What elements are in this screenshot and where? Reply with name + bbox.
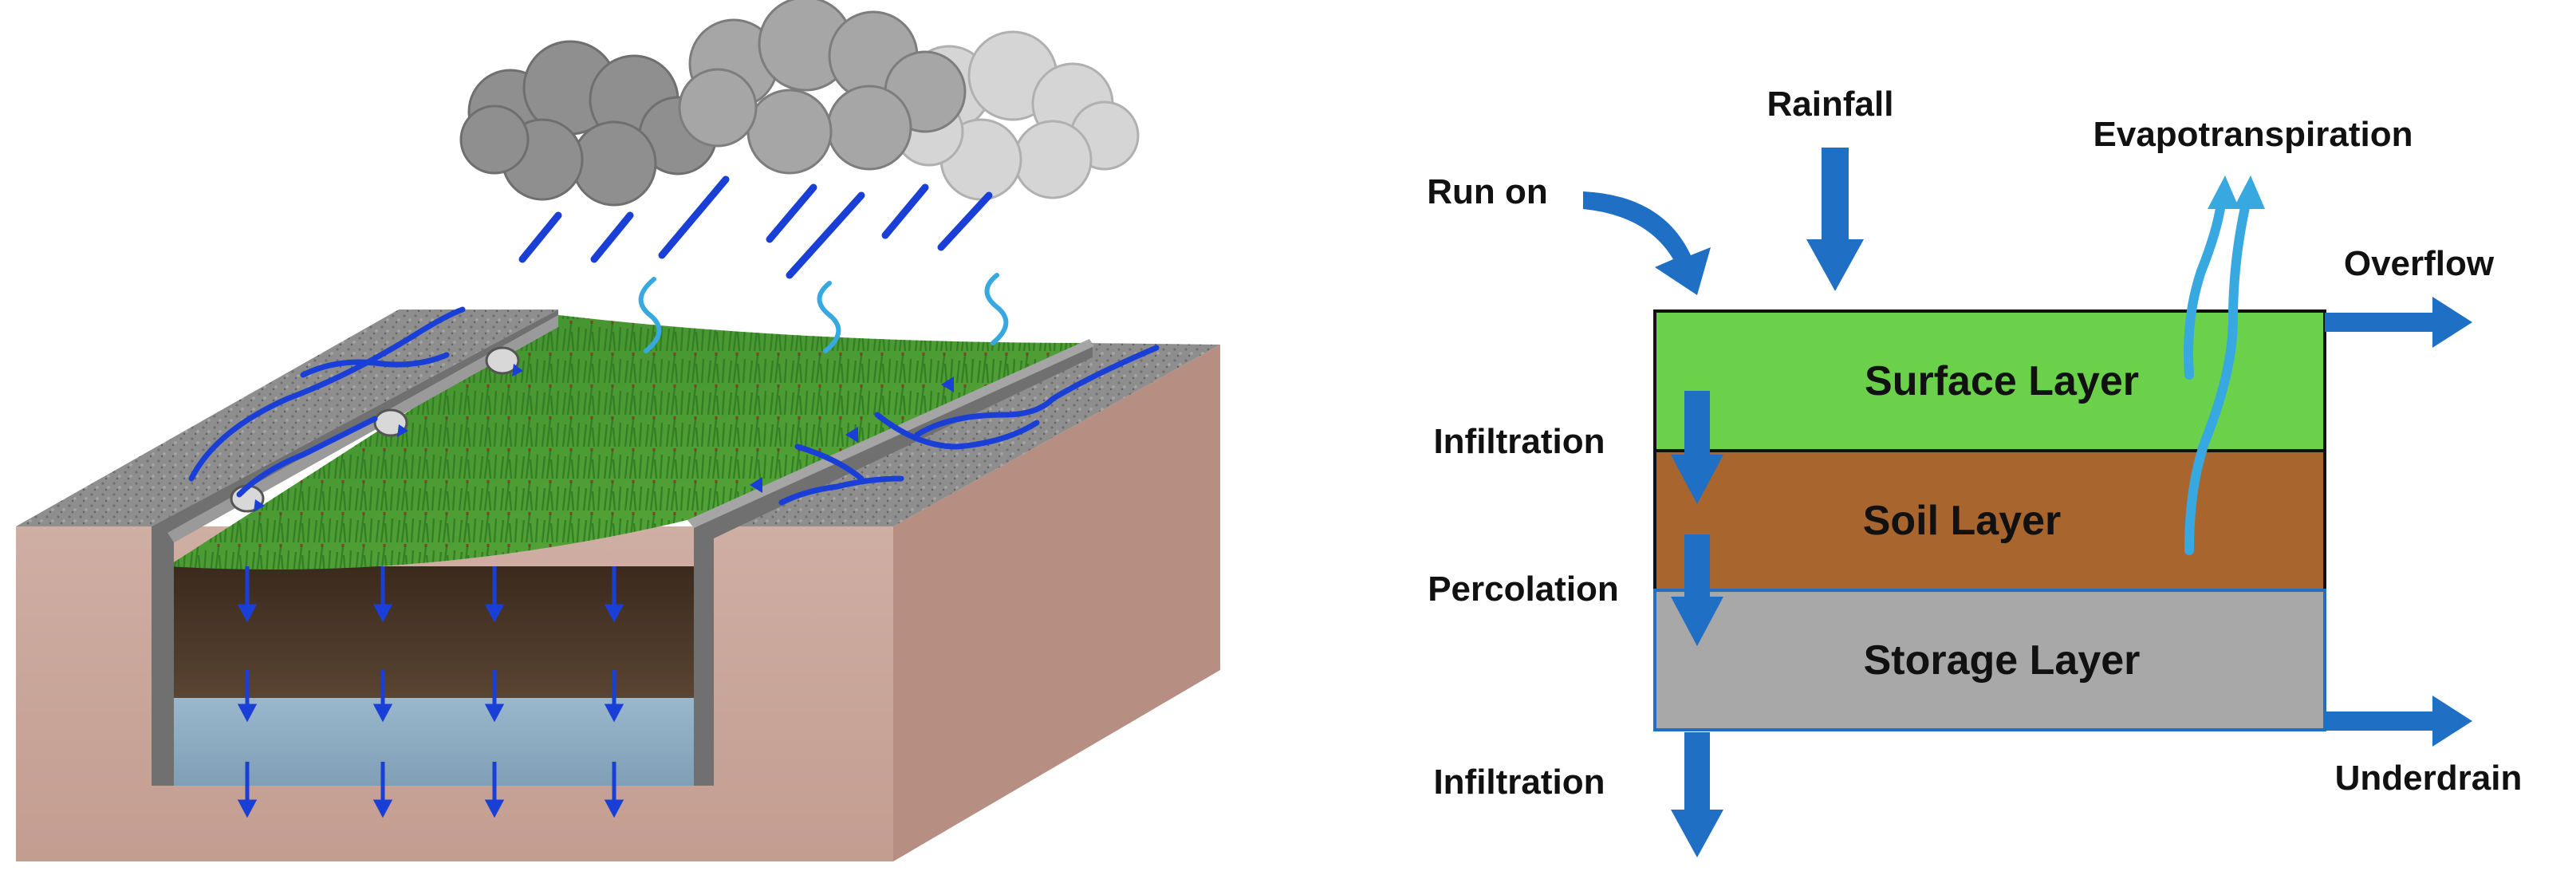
evapotranspiration-arrows — [2184, 199, 2250, 555]
cloud-icon — [459, 0, 1140, 207]
overflow-label: Overflow — [2344, 244, 2495, 283]
vapor-squiggle-icon — [638, 273, 1009, 353]
storage-layer-box — [1653, 589, 2326, 731]
runoff-arrowheads — [254, 364, 954, 512]
rainfall-label: Rainfall — [1767, 85, 1894, 124]
percolation-arrow — [1671, 534, 1723, 646]
infiltration-arrows — [237, 566, 624, 818]
soil-layer-box — [1653, 449, 2326, 592]
storage-layer-label: Storage Layer — [1864, 637, 2141, 684]
flow-arrow-icon — [1806, 148, 1864, 291]
evapotranspiration-label: Evapotranspiration — [2093, 115, 2413, 154]
underdrain-label: Underdrain — [2335, 759, 2523, 798]
underdrain-arrow — [2325, 696, 2472, 747]
rain-streak-icon — [518, 175, 993, 279]
run-on-arrow — [1583, 191, 1711, 295]
soil-layer-label: Soil Layer — [1863, 498, 2062, 544]
infiltration-bottom-arrow — [1671, 732, 1723, 857]
evapotranspiration-arrowheads — [2208, 175, 2265, 209]
bioretention-illustration — [16, 0, 1220, 861]
surface-layer-label: Surface Layer — [1865, 358, 2139, 404]
layer-schematic: Surface Layer Soil Layer Storage Layer — [1427, 85, 2522, 857]
storage-zone — [167, 698, 694, 786]
infiltration-top-arrow — [1671, 391, 1723, 504]
overflow-arrow — [2325, 297, 2472, 348]
ground-side-face — [893, 345, 1220, 861]
soil-zone — [167, 566, 694, 698]
percolation-label: Percolation — [1428, 570, 1619, 609]
run-on-label: Run on — [1427, 172, 1548, 211]
runoff-paths — [188, 306, 1160, 506]
infiltration-bottom-label: Infiltration — [1433, 763, 1605, 802]
infiltration-top-label: Infiltration — [1433, 422, 1605, 461]
